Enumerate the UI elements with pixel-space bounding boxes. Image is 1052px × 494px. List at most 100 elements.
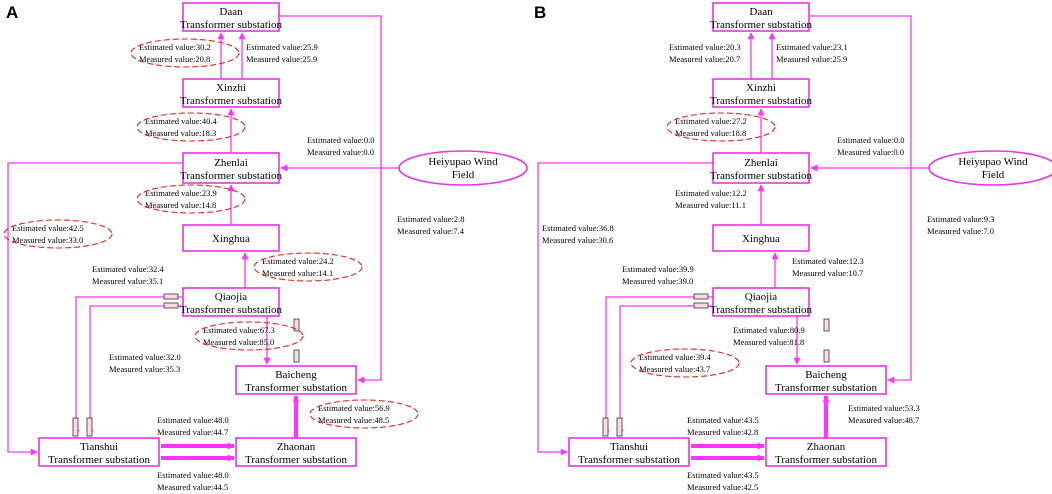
measured-value: Measured value:48.5 — [318, 415, 389, 425]
measured-value: Measured value:25.9 — [776, 54, 847, 64]
estimated-value: Estimated value:53.3 — [848, 403, 920, 413]
measured-value: Measured value:20.7 — [669, 54, 740, 64]
link-qiaojia-tianshui-1 — [72, 296, 183, 437]
measured-value: Measured value:0.0 — [307, 147, 374, 157]
substation-name: Daan — [219, 6, 243, 18]
estimated-value: Estimated value:43.5 — [687, 470, 759, 480]
measured-value: Measured value:42.5 — [687, 482, 758, 492]
estimated-value: Estimated value:25.9 — [246, 42, 318, 52]
substation-box — [712, 78, 810, 108]
estimated-value: Estimated value:32.4 — [92, 264, 165, 274]
measured-value: Measured value:18.8 — [675, 128, 746, 138]
substation-box — [765, 365, 887, 395]
estimated-value: Estimated value:23.9 — [145, 188, 217, 198]
substation-name: Zhenlai — [214, 157, 248, 169]
substation-box — [235, 365, 357, 395]
highlight-ellipse — [136, 112, 246, 142]
substation-box — [712, 2, 810, 32]
measured-value: Measured value:0.0 — [837, 147, 904, 157]
link-qiaojia-tianshui-2 — [616, 305, 713, 437]
measured-value: Measured value:18.3 — [145, 128, 216, 138]
measured-value: Measured value:11.1 — [675, 200, 746, 210]
substation-type: Transformer substation — [180, 95, 282, 107]
estimated-value: Estimated value:42.5 — [12, 223, 84, 233]
substation-box — [38, 437, 160, 467]
panel-letter: A — [6, 3, 18, 22]
estimated-value: Estimated value:12.3 — [792, 256, 864, 266]
substation-xinghua: Xinghua — [182, 224, 280, 252]
substation-name: Xinzhi — [746, 82, 776, 94]
measured-value: Measured value:7.4 — [397, 226, 465, 236]
wind-field-ellipse — [928, 150, 1052, 186]
estimated-value: Estimated value:24.2 — [262, 256, 334, 266]
highlight-ellipse — [194, 321, 304, 351]
estimated-value: Estimated value:2.8 — [397, 214, 465, 224]
estimated-value: Estimated value:23.1 — [776, 42, 848, 52]
link-qiaojia-tianshui-2 — [86, 305, 183, 437]
measured-value: Measured value:14.1 — [262, 268, 333, 278]
breaker-tianshui-1 — [72, 417, 79, 437]
substation-name: Xinghua — [742, 233, 780, 245]
breaker-qiaojia-baicheng-2 — [823, 349, 830, 363]
measured-value: Measured value:10.7 — [792, 268, 863, 278]
estimated-value: Estimated value:67.3 — [203, 325, 275, 335]
breaker-qiaojia-2 — [163, 302, 179, 309]
breaker-tianshui-2 — [86, 417, 93, 437]
substation-type: Transformer substation — [180, 170, 282, 182]
link-daan-baicheng — [809, 15, 912, 384]
estimated-value: Estimated value:32.0 — [109, 352, 181, 362]
measured-value: Measured value:39.0 — [622, 276, 693, 286]
measured-value: Measured value:7.0 — [927, 226, 994, 236]
estimated-value: Estimated value:9.3 — [927, 214, 995, 224]
substation-box — [235, 437, 357, 467]
substation-type: Transformer substation — [180, 19, 282, 31]
highlight-ellipse — [130, 38, 240, 68]
highlight-ellipse — [3, 219, 113, 249]
substation-name: Zhenlai — [744, 157, 778, 169]
estimated-value: Estimated value:30.2 — [139, 42, 211, 52]
substation-type: Transformer substation — [775, 382, 877, 394]
substation-box — [182, 2, 280, 32]
substation-type: Transformer substation — [710, 95, 812, 107]
link-qiaojia-tianshui-1 — [602, 296, 713, 437]
estimated-value: Estimated value:27.2 — [675, 116, 747, 126]
measured-value: Measured value:85.0 — [203, 337, 274, 347]
panel-letter: B — [534, 3, 546, 22]
substation-type: Transformer substation — [710, 304, 812, 316]
substation-name: Zhaonan — [277, 441, 316, 453]
estimated-value: Estimated value:80.9 — [733, 325, 805, 335]
measured-value: Measured value:20.8 — [139, 54, 210, 64]
measured-value: Measured value:48.7 — [848, 415, 919, 425]
link-daan-baicheng — [279, 15, 382, 384]
highlight-ellipse — [253, 252, 363, 282]
